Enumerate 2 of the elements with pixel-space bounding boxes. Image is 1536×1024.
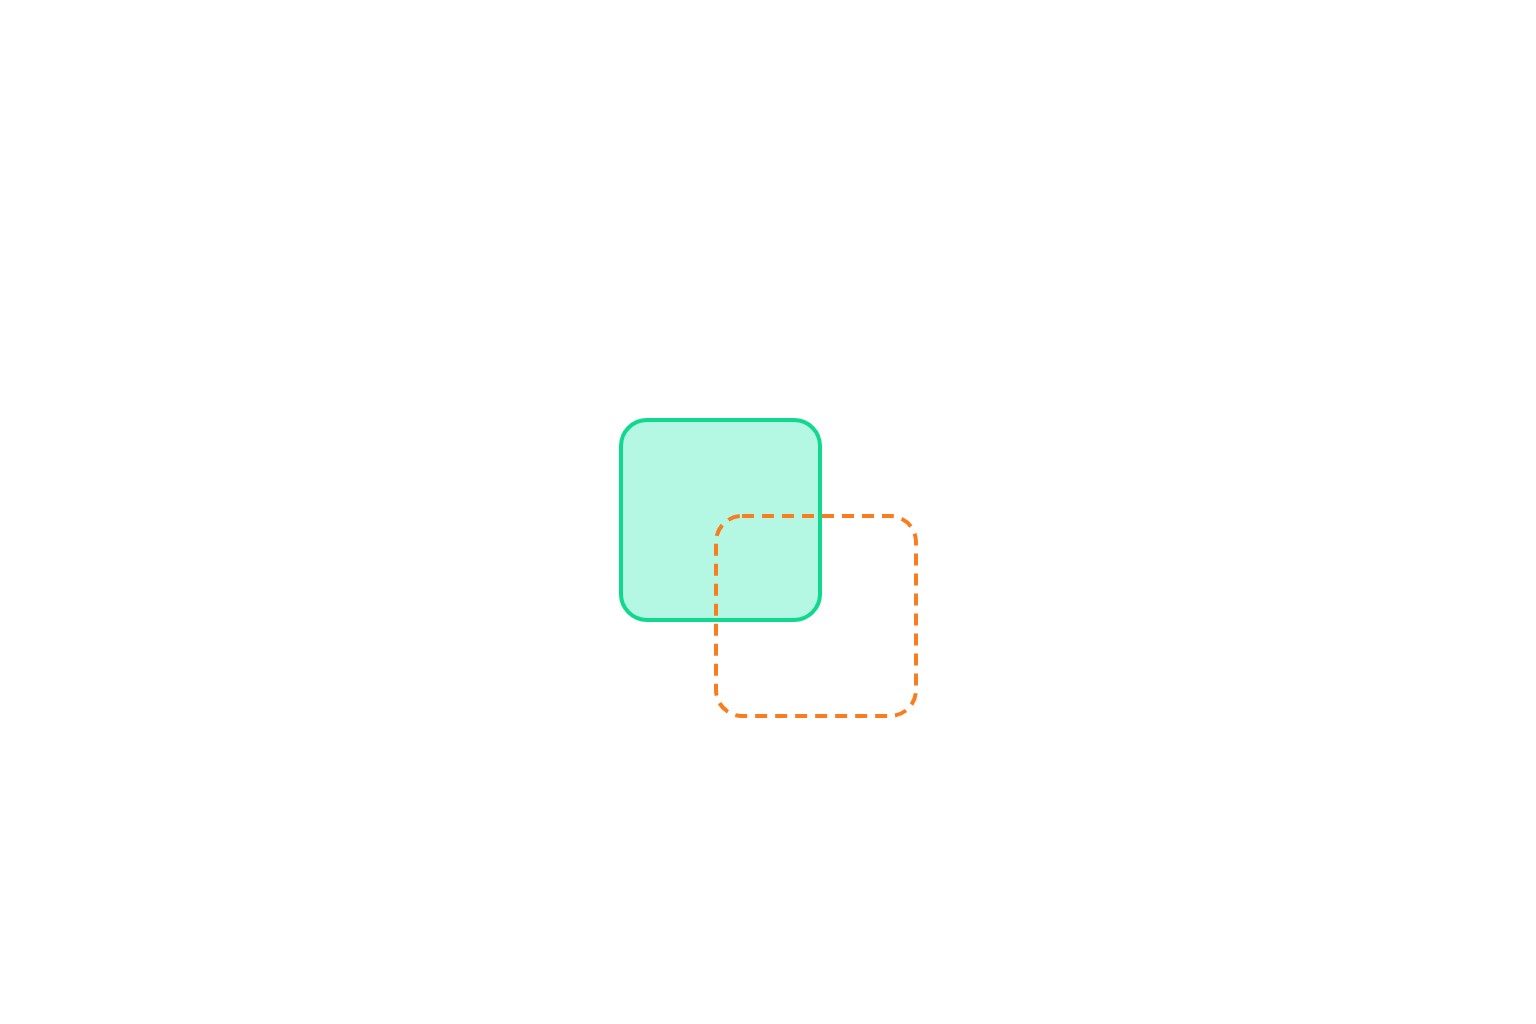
dashed-rounded-square	[714, 514, 918, 718]
filled-rounded-square	[619, 418, 822, 622]
